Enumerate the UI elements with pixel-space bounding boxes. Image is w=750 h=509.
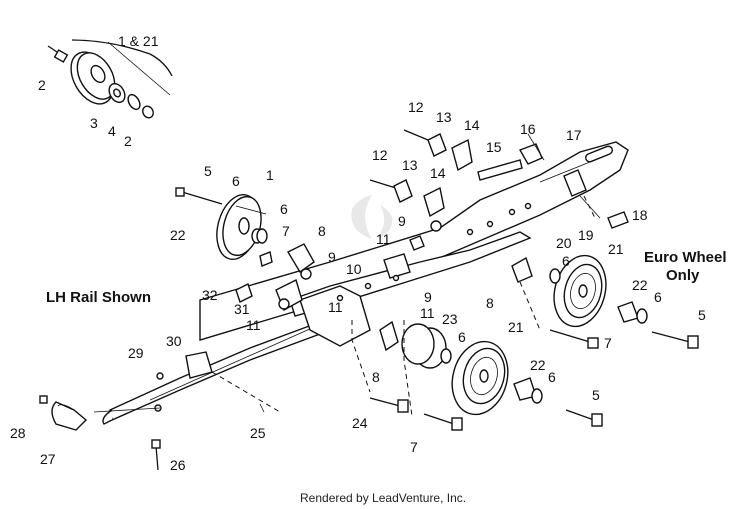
label-2: 2 [38,77,46,93]
label-21: 21 [508,319,524,335]
wheel-1 [216,194,263,260]
label-5: 5 [204,163,212,179]
label-13: 13 [436,109,452,125]
euro-wheel-caption-line2: Only [666,267,700,284]
label-13: 13 [402,157,418,173]
label-22: 22 [170,227,186,243]
label-1-21: 1 & 21 [118,33,159,49]
label-20: 20 [556,235,572,251]
label-7: 7 [604,335,612,351]
label-30: 30 [166,333,182,349]
label-11: 11 [376,231,391,247]
left-brackets [235,243,533,352]
label-8: 8 [372,369,380,385]
label-31: 31 [234,301,250,317]
upper-bracket-parts [369,129,629,251]
label-4: 4 [108,123,116,139]
part-labels: 1 & 21 2 3 4 2 5 6 1 6 22 7 8 9 32 31 11… [10,33,727,505]
label-11: 11 [420,305,435,321]
label-9: 9 [424,289,432,305]
label-12: 12 [372,147,388,163]
label-28: 28 [10,425,26,441]
label-6: 6 [232,173,240,189]
spacers [256,228,648,404]
label-27: 27 [40,451,56,467]
label-7: 7 [410,439,418,455]
label-15: 15 [486,139,502,155]
label-5: 5 [698,307,706,323]
label-8: 8 [486,295,494,311]
label-11: 11 [246,317,261,333]
label-29: 29 [128,345,144,361]
label-24: 24 [352,415,368,431]
label-2: 2 [124,133,132,149]
label-16: 16 [520,121,536,137]
label-18: 18 [632,207,648,223]
exploded-idler-wheel [47,39,173,119]
footer-credit: Rendered by LeadVenture, Inc. [300,491,466,505]
label-9: 9 [328,249,336,265]
label-22: 22 [530,357,546,373]
label-1: 1 [266,167,274,183]
label-12: 12 [408,99,424,115]
label-3: 3 [90,115,98,131]
label-5: 5 [592,387,600,403]
label-17: 17 [566,127,582,143]
label-22: 22 [632,277,648,293]
label-7: 7 [282,223,290,239]
label-32: 32 [202,287,218,303]
label-25: 25 [250,425,266,441]
euro-wheel-caption-line1: Euro Wheel [644,249,727,266]
wheel-21-lower [451,340,509,416]
watermark-logo [351,195,393,239]
label-6: 6 [562,253,570,269]
label-6: 6 [654,289,662,305]
long-bolts [39,187,699,471]
label-14: 14 [464,117,480,133]
label-8: 8 [318,223,326,239]
label-6: 6 [280,201,288,217]
label-6: 6 [548,369,556,385]
label-6: 6 [458,329,466,345]
wheel-21-upper [553,254,607,328]
rail-assembly [51,141,629,431]
label-10: 10 [346,261,362,277]
lh-rail-caption: LH Rail Shown [46,289,151,306]
label-23: 23 [442,311,458,327]
label-21: 21 [608,241,624,257]
leader-lines [93,205,541,417]
label-11: 11 [328,299,343,315]
label-19: 19 [578,227,594,243]
label-14: 14 [430,165,446,181]
label-26: 26 [170,457,186,473]
label-9: 9 [398,213,406,229]
